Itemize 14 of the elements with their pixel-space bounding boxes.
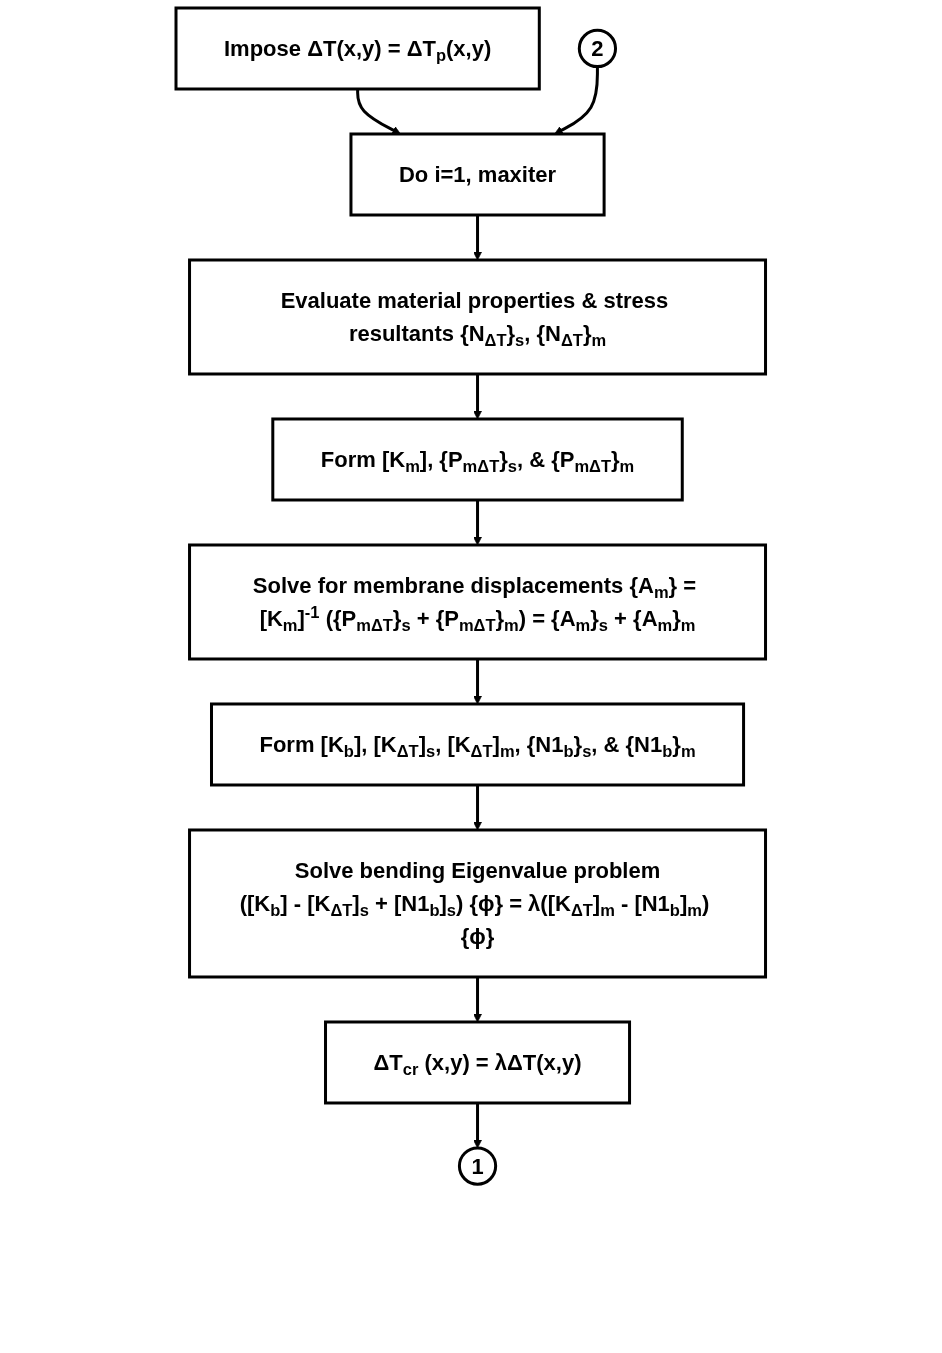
node-box: Evaluate material properties & stress resultants {N$_{ΔT}$}$_{s}$, {N$_{ΔT}$}$_{m}$ [188, 258, 768, 376]
arrow [473, 215, 483, 261]
arrow [554, 66, 600, 135]
node-box: Form [K$_{m}$], {P$_{mΔT}$}$_{s}$, & {P$_{mΔT}$}$_{m}$ [271, 417, 684, 502]
node-box: Impose ΔT(x,y) = ΔT$_{p}$(x,y) [174, 6, 542, 91]
node-circle: 2 [578, 28, 618, 69]
node-box: ΔT$_{cr}$ (x,y) = λΔT(x,y) [324, 1020, 632, 1105]
node-circle: 1 [458, 1146, 498, 1186]
arrow [473, 1103, 483, 1149]
node-box: Solve for membrane displacements {A$_{m}$} = [K$_{m}$]$^{-1}$ ({P$_{mΔT}$}$_{s}$ + {P$_{mΔT}$}$_{m}$) = {A$_{m}$}$_{s}$ + {A$_{m}$}$_{m}$ [188, 543, 768, 661]
node-box: Solve bending Eigenvalue problem ([K$_{b}$] - [K$_{ΔT}$]$_{s}$ + [N1$_{b}$]$_{s}$) {ϕ} = λ([K$_{ΔT}$]$_{m}$ - [N1$_{b}$]$_{m}$) {ϕ} [188, 828, 768, 979]
node-box: Do i=1, maxiter [349, 132, 606, 217]
node-box: Form [K$_{b}$], [K$_{ΔT}$]$_{s}$, [K$_{ΔT}$]$_{m}$, {N1$_{b}$}$_{s}$, & {N1$_{b}$}$_{m}$ [210, 702, 746, 787]
arrow [356, 89, 402, 135]
